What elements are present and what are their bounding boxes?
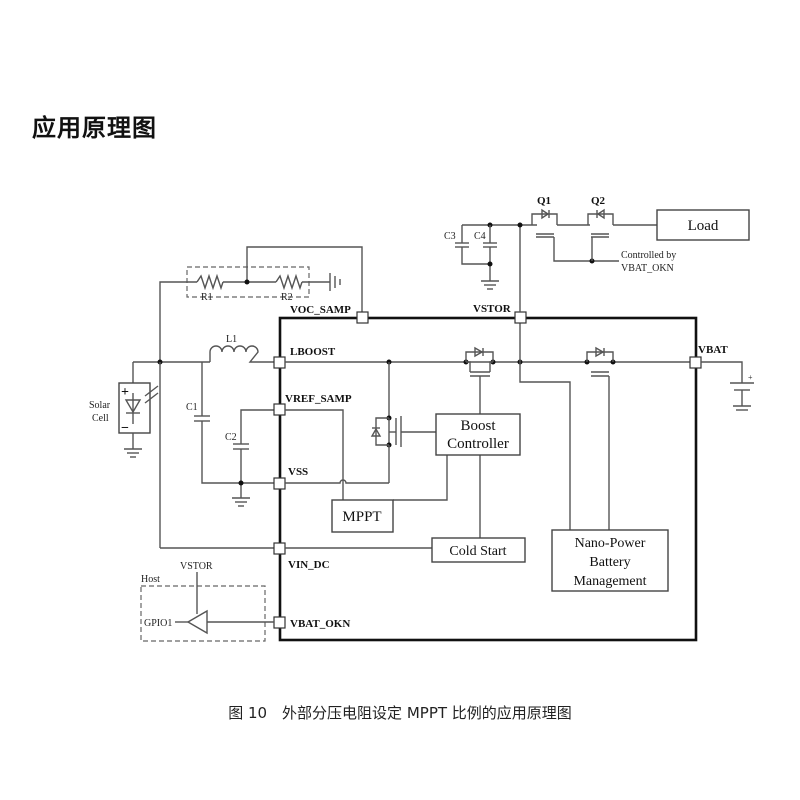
solar-plus: + xyxy=(121,385,129,400)
pin-vref-samp xyxy=(273,403,286,416)
pin-vstor xyxy=(514,311,527,324)
host-label: Host xyxy=(141,574,160,585)
pin-label-vin-dc: VIN_DC xyxy=(288,559,330,571)
q1-label: Q1 xyxy=(537,195,551,207)
solar-label-line2: Cell xyxy=(92,413,109,424)
nano-label-line3: Management xyxy=(573,574,646,589)
nano-power-block xyxy=(551,529,669,592)
pin-lboost xyxy=(273,356,286,369)
figure-caption: 图 10 外部分压电阻设定 MPPT 比例的应用原理图 xyxy=(228,704,572,722)
nano-label-line1: Nano-Power xyxy=(575,536,646,551)
nano-label-line2: Battery xyxy=(589,555,630,570)
pin-label-voc-samp: VOC_SAMP xyxy=(290,304,351,316)
c2-label: C2 xyxy=(225,432,237,443)
mppt-block xyxy=(331,499,394,533)
pin-vbat xyxy=(689,356,702,369)
gpio1-label: GPIO1 xyxy=(144,618,172,629)
pin-vss xyxy=(273,477,286,490)
controlled-by-line2: VBAT_OKN xyxy=(621,263,674,274)
internal-wiring xyxy=(285,318,690,549)
solar-cell: + − Solar Cell xyxy=(89,362,159,458)
c1-label: C1 xyxy=(186,402,198,413)
pin-vbat-okn xyxy=(273,616,286,629)
pin-label-vstor: VSTOR xyxy=(473,303,512,315)
r1-label: R1 xyxy=(201,292,213,303)
c3-label: C3 xyxy=(444,231,456,242)
solar-minus: − xyxy=(121,421,129,436)
host-box xyxy=(140,585,266,642)
q2-label: Q2 xyxy=(591,195,606,207)
mppt-label: MPPT xyxy=(342,509,381,525)
controlled-by-line1: Controlled by xyxy=(621,250,676,261)
pin-vin-dc xyxy=(273,542,286,555)
r2-label: R2 xyxy=(281,292,293,303)
cold-start-block xyxy=(431,537,526,563)
pin-label-lboost: LBOOST xyxy=(290,346,336,358)
pin-label-vss: VSS xyxy=(288,466,308,478)
output-network: C3 C4 Q1 Q2 Controlled by VBAT_OKN xyxy=(444,195,676,312)
input-network: L1 C1 C2 + − Solar Ce xyxy=(89,334,280,549)
pin-label-vref-samp: VREF_SAMP xyxy=(285,393,352,405)
load-label: Load xyxy=(688,218,719,234)
boost-label-line1: Boost xyxy=(460,418,496,434)
host-vstor-label: VSTOR xyxy=(180,561,213,572)
c4-label: C4 xyxy=(474,231,486,242)
battery-plus: + xyxy=(748,373,753,382)
pin-label-vbat: VBAT xyxy=(698,344,728,356)
l1-label: L1 xyxy=(226,334,237,345)
cold-start-label: Cold Start xyxy=(449,544,506,559)
solar-label-line1: Solar xyxy=(89,400,111,411)
pin-label-vbat-okn: VBAT_OKN xyxy=(290,618,350,630)
page-heading: 应用原理图 xyxy=(32,114,157,142)
battery: + xyxy=(701,361,754,411)
host-block: Host VSTOR GPIO1 xyxy=(140,561,274,642)
boost-controller-block xyxy=(435,413,521,456)
boost-label-line2: Controller xyxy=(447,436,509,452)
voltage-divider: R1 R2 VOC_SAMP xyxy=(159,246,369,362)
load-block xyxy=(656,209,750,241)
pin-voc-samp xyxy=(356,311,369,324)
